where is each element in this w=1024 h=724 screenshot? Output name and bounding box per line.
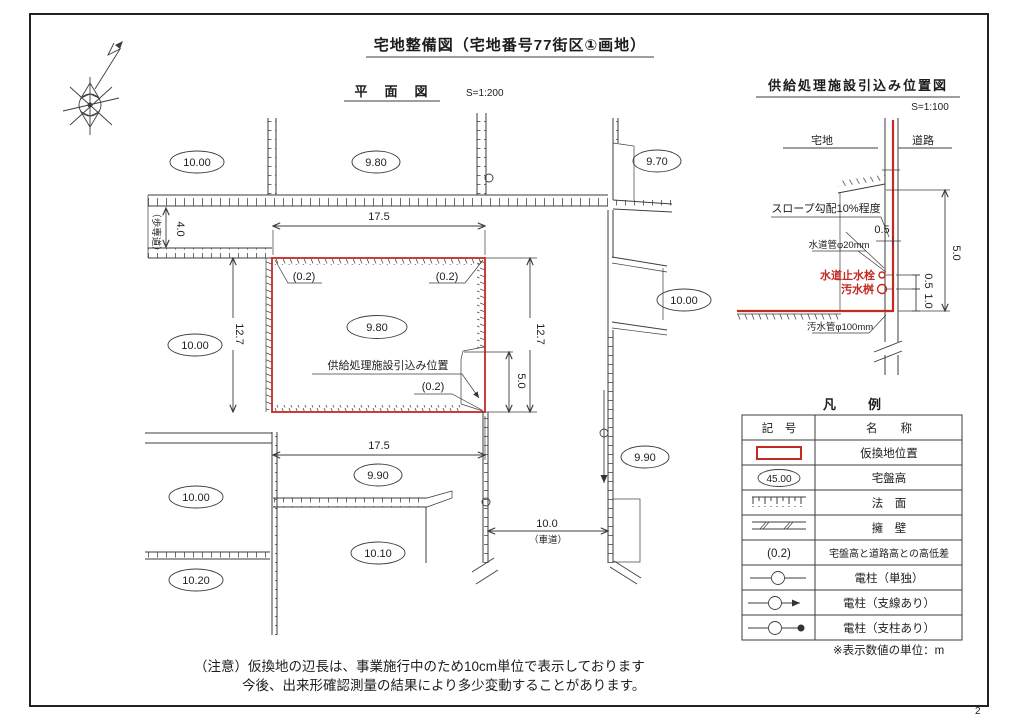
road-side-label: 道路 <box>912 133 934 147</box>
offset-top-left: (0.2) <box>293 271 316 283</box>
slope-label: スロープ勾配10%程度 <box>771 201 880 215</box>
legend-symbol-elevation <box>757 469 801 487</box>
caution-note-line1: （注意）仮換地の辺長は、事業施行中のため10cm単位で表示しております <box>194 658 645 674</box>
svg-text:10.00: 10.00 <box>182 492 210 504</box>
supply-step-outline <box>460 346 485 412</box>
svg-text:宅盤高: 宅盤高 <box>872 471 907 485</box>
elevation-oval <box>346 315 408 339</box>
lot-elevation-value: 9.80 <box>366 322 387 334</box>
page-number: 2 <box>975 706 981 717</box>
right-height-dim: 12.7 <box>534 323 546 344</box>
plan-scale: S=1:200 <box>466 88 504 99</box>
drawing-title: 宅地整備図（宅地番号77街区①画地） <box>374 36 646 54</box>
legend-unit-note: ※表示数値の単位：m <box>833 643 944 657</box>
replacement-lot-outline <box>271 257 486 413</box>
supply-side-dim: 5.0 <box>515 373 527 388</box>
svg-text:10.00: 10.00 <box>183 157 211 169</box>
offset-top-dim: 0.5 <box>874 224 889 236</box>
svg-text:9.80: 9.80 <box>365 157 386 169</box>
legend-col-symbol: 記 号 <box>762 421 797 435</box>
legend-col-name: 名 称 <box>866 421 912 435</box>
svg-text:9.90: 9.90 <box>367 470 388 482</box>
elevation-ovals: 10.00 9.80 9.70 10.00 10.00 9.90 9.90 10… <box>167 149 712 592</box>
dim-50: 5.0 <box>950 245 962 260</box>
supply-detail-diagram: 宅地 道路 スロープ勾配10%程度 0.5 水道管φ20mm 水道止水栓 <box>737 118 962 375</box>
dim-05: 0.5 <box>922 273 934 288</box>
sewage-pipe-label: 汚水管φ100mm <box>807 321 873 333</box>
svg-text:45.00: 45.00 <box>766 474 791 485</box>
svg-text:法 面: 法 面 <box>872 496 907 510</box>
svg-text:電柱（支線あり）: 電柱（支線あり） <box>843 596 935 610</box>
svg-text:10.00: 10.00 <box>670 295 698 307</box>
walkway-width: 4.0 <box>174 221 186 236</box>
svg-text:宅盤高と道路高との高低差: 宅盤高と道路高との高低差 <box>829 547 949 560</box>
sewage-basin-icon <box>876 283 888 295</box>
water-pipe-label: 水道管φ20mm <box>808 239 869 251</box>
svg-text:10.20: 10.20 <box>182 575 210 587</box>
legend-symbol-replacement-lot <box>756 446 802 460</box>
top-width-dim: 17.5 <box>368 211 389 223</box>
stop-valve-label: 水道止水栓 <box>820 268 875 282</box>
roadway-label: （車道） <box>529 534 567 546</box>
plan-view: （歩専道） 4.0 17.5 9.80 (0.2) (0.2) (0.2) 供給… <box>145 113 712 635</box>
sewage-basin-label: 汚水桝 <box>841 282 874 296</box>
caution-note-line2: 今後、出来形確認測量の結果により多少変動することがあります。 <box>242 677 645 693</box>
offset-top-right: (0.2) <box>436 271 459 283</box>
svg-text:電柱（支柱あり）: 電柱（支柱あり） <box>843 621 935 635</box>
svg-text:9.70: 9.70 <box>646 156 667 168</box>
svg-text:10.00: 10.00 <box>181 340 209 352</box>
svg-text:9.90: 9.90 <box>634 452 655 464</box>
north-compass-icon <box>62 41 123 135</box>
svg-text:仮換地位置: 仮換地位置 <box>860 446 918 460</box>
site-side-label: 宅地 <box>811 133 833 147</box>
legend-title: 凡 例 <box>823 397 883 412</box>
utility-pole-icon <box>481 497 491 507</box>
detail-scale: S=1:100 <box>911 102 949 113</box>
svg-text:電柱（単独）: 電柱（単独） <box>855 571 924 585</box>
legend: 凡 例 記 号 名 称 仮換地位置 45.00 宅盤高 法 面 擁 壁 <box>741 397 963 657</box>
utility-pole-icon <box>599 428 609 438</box>
plan-view-title: 平 面 図 <box>354 84 429 99</box>
left-height-dim: 12.7 <box>233 323 245 344</box>
supply-connection-label: 供給処理施設引込み位置 <box>328 358 449 372</box>
detail-title: 供給処理施設引込み位置図 <box>767 78 948 93</box>
svg-text:擁 壁: 擁 壁 <box>872 521 907 535</box>
dim-10: 1.0 <box>922 293 934 308</box>
svg-text:10.10: 10.10 <box>364 548 392 560</box>
bottom-width-dim: 17.5 <box>368 440 389 452</box>
utility-pole-icon <box>484 173 494 183</box>
svg-text:(0.2): (0.2) <box>767 548 791 560</box>
roadside-structure <box>612 498 641 563</box>
walkway-label: （歩専道） <box>150 208 162 256</box>
roadway-width-dim: 10.0 <box>536 518 557 530</box>
road-edge-hatch <box>148 195 608 206</box>
offset-bottom: (0.2) <box>422 381 445 393</box>
